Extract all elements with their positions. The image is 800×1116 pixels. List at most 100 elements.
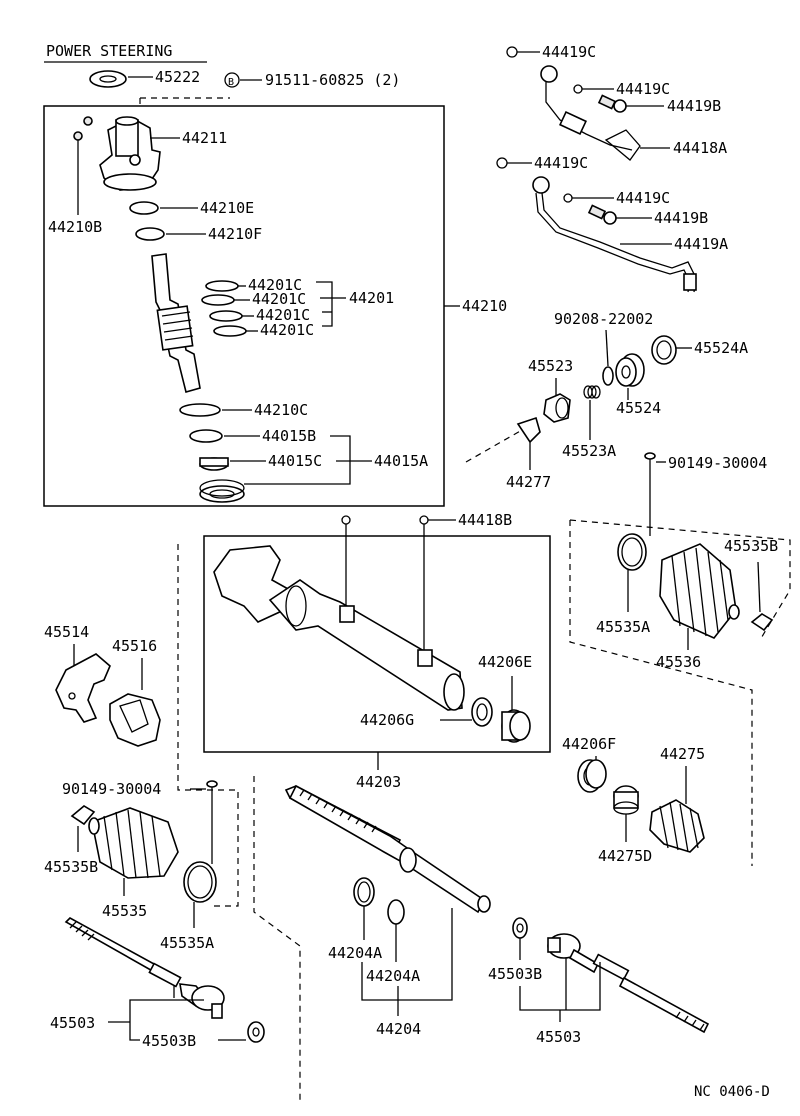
bolt-symbol-b [224, 72, 240, 88]
label-44203: 44203 [356, 773, 401, 791]
boot-44275 [649, 799, 705, 853]
label-44204: 44204 [376, 1020, 421, 1038]
label-45503B-1: 45503B [142, 1032, 196, 1050]
label-45535: 45535 [102, 902, 147, 920]
tie-rod-45503-right [547, 933, 710, 1034]
label-45535A-2: 45535A [160, 934, 214, 952]
ring-44419C-2 [573, 84, 583, 94]
label-45535A-1: 45535A [596, 618, 650, 636]
label-44201: 44201 [349, 289, 394, 307]
rack-44204 [284, 784, 491, 914]
dash-right-boot-group [569, 519, 791, 641]
label-44015C: 44015C [268, 452, 322, 470]
label-90149-2: 90149-30004 [62, 780, 161, 798]
clip-45535B-1 [750, 561, 774, 632]
label-44201C-1: 44201C [248, 276, 302, 294]
washer-45503B-1 [247, 1021, 265, 1043]
label-45503-2: 45503 [536, 1028, 581, 1046]
screw-90149-2 [206, 780, 218, 864]
cap-45524A [651, 335, 677, 365]
label-44210F: 44210F [208, 225, 262, 243]
seal-44015C [199, 457, 229, 471]
spring-45523A [583, 385, 601, 399]
label-44211: 44211 [182, 129, 227, 147]
label-44418A: 44418A [673, 139, 727, 157]
label-44210: 44210 [462, 297, 507, 315]
label-45222: 45222 [155, 68, 200, 86]
ring-44204A-2 [387, 899, 405, 925]
screw-90149-1 [644, 452, 656, 536]
ring-44201C-3 [209, 310, 243, 322]
ring-44201C-1 [205, 280, 239, 292]
label-45524A: 45524A [694, 339, 748, 357]
rack-guide-45523 [543, 393, 571, 423]
label-44210E: 44210E [200, 199, 254, 217]
label-44201C-2: 44201C [252, 290, 306, 308]
label-44419B-1: 44419B [667, 97, 721, 115]
nut-44210B [73, 131, 83, 141]
gear-housing-44203 [213, 545, 465, 711]
label-44201C-4: 44201C [260, 321, 314, 339]
plug-44418B-1 [341, 515, 351, 525]
oil-seal-44206E [501, 709, 531, 743]
seal-44206F [577, 759, 607, 793]
label-44210C: 44210C [254, 401, 308, 419]
label-44419C-1: 44419C [542, 43, 596, 61]
ring-44204A-1 [353, 877, 375, 907]
label-45523: 45523 [528, 357, 573, 375]
valve-housing-44211 [99, 116, 161, 191]
washer-45503B-2 [512, 917, 528, 939]
clamp-45535A-1 [617, 533, 647, 571]
label-45536: 45536 [656, 653, 701, 671]
bracket-45514 [55, 653, 111, 723]
ring-44419C-1 [506, 46, 518, 58]
pinion-shaft-44201 [151, 253, 201, 393]
label-44206G: 44206G [360, 711, 414, 729]
label-44204A-2: 44204A [366, 967, 420, 985]
label-44210B: 44210B [48, 218, 102, 236]
label-44418B: 44418B [458, 511, 512, 529]
label-44419C-4: 44419C [616, 189, 670, 207]
label-44204A-1: 44204A [328, 944, 382, 962]
label-44419B-2: 44419B [654, 209, 708, 227]
label-45503B-2: 45503B [488, 965, 542, 983]
return-line-44419A [532, 176, 697, 293]
label-45535B-1: 45535B [724, 537, 778, 555]
seal-44206G [471, 697, 493, 727]
gear-housing-box [203, 535, 551, 753]
label-45514: 45514 [44, 623, 89, 641]
ring-44015B [189, 429, 223, 443]
bushing-44275D [613, 785, 639, 815]
pressure-line-44418A [540, 65, 641, 161]
ring-44419C-3 [496, 157, 508, 169]
label-90149-1: 90149-30004 [668, 454, 767, 472]
label-45523A: 45523A [562, 442, 616, 460]
washer-90208 [602, 366, 614, 386]
label-44419C-2: 44419C [616, 80, 670, 98]
grommet-45516 [109, 693, 161, 747]
clamp-45535A-2 [183, 861, 217, 903]
rack-guide-seat-44277 [516, 416, 541, 444]
tie-rod-45503-left [64, 917, 225, 1019]
label-44015A: 44015A [374, 452, 428, 470]
dash-rack-group [253, 776, 301, 1102]
seal-44210F [135, 227, 165, 241]
union-bolt-44419B-1 [597, 94, 627, 113]
label-44206E: 44206E [478, 653, 532, 671]
label-91511: 91511-60825 (2) [265, 71, 400, 89]
label-45524: 45524 [616, 399, 661, 417]
ring-44201C-2 [201, 294, 235, 306]
boot-45535 [88, 807, 179, 879]
label-44275: 44275 [660, 745, 705, 763]
union-bolt-44419B-2 [587, 204, 617, 225]
seal-cap-45222 [89, 70, 127, 88]
ring-44201C-4 [213, 325, 247, 337]
label-44201C-3: 44201C [256, 306, 310, 324]
clip-45535B-2 [70, 805, 96, 826]
label-44206F: 44206F [562, 735, 616, 753]
label-44419C-3: 44419C [534, 154, 588, 172]
svg-text:B: B [228, 77, 234, 88]
label-45503-1: 45503 [50, 1014, 95, 1032]
label-90208: 90208-22002 [554, 310, 653, 328]
